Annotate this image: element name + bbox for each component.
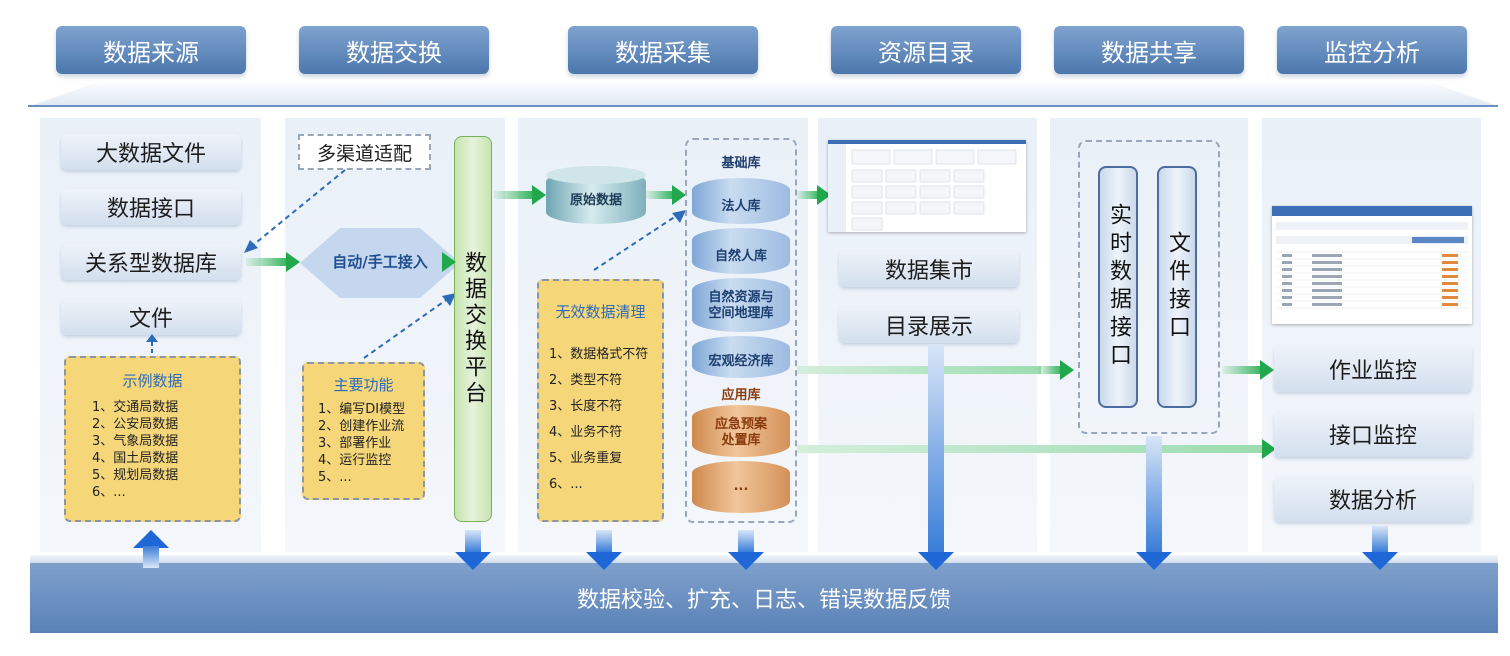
sharing-box [1078,140,1220,434]
platform-to-raw-arrow [494,185,546,205]
cleanup-title: 无效数据清理 [555,303,646,321]
tab-data-source: 数据来源 [56,26,246,74]
db-label: 宏观经济库 [708,354,774,369]
source-file: 文件 [61,299,241,335]
tab-resource-catalog: 资源目录 [831,26,1021,74]
source-to-access-arrow [246,252,300,272]
list-item: 3、部署作业 [318,436,392,451]
file-interface: 文件接口 [1157,166,1197,408]
data-mart: 数据集市 [839,251,1019,287]
list-item: 6、... [549,477,583,492]
list-item: 2、类型不符 [549,373,623,388]
column5-down-arrow [1136,436,1172,570]
list-item: 3、气象局数据 [92,434,179,449]
emergency-to-monitor-arrow [1256,439,1276,459]
tab-data-collection: 数据采集 [568,26,758,74]
sharing-to-monitor-arrow [1222,360,1274,380]
bottom-bar: 数据校验、扩充、日志、错误数据反馈 [30,563,1498,633]
db-label: 自然资源与 空间地理库 [708,290,774,321]
raw-to-db-arrow [646,185,686,205]
db-label: ... [733,479,749,494]
access-to-platform-arrow [440,252,456,272]
cleanup-box: 无效数据清理 1、数据格式不符 2、类型不符 3、长度不符 4、业务不符 5、业… [537,279,664,522]
tab-monitor-analysis: 监控分析 [1277,26,1467,74]
base-lib-title: 基础库 [721,156,761,171]
sample-data-title: 示例数据 [122,372,183,390]
cleanup-to-db-arrow [593,210,686,271]
db-more: ... [692,461,790,513]
data-mart-thumbnail [828,140,1026,232]
db-natural-resources: 自然资源与 空间地理库 [692,278,790,332]
list-item: 4、业务不符 [549,425,623,440]
top-shelf [30,80,1498,106]
cleanup-list: 1、数据格式不符 2、类型不符 3、长度不符 4、业务不符 5、业务重复 6、.… [539,342,662,498]
monitor-screenshot [1272,206,1472,324]
list-item: 5、业务重复 [549,451,623,466]
macro-to-sharing-line [797,366,1041,374]
tab-data-exchange: 数据交换 [299,26,489,74]
emergency-to-monitor-line [797,445,1263,453]
db-macro-economy: 宏观经济库 [692,336,790,378]
job-monitor: 作业监控 [1274,346,1472,392]
catalog-display: 目录展示 [839,307,1019,343]
interface-monitor: 接口监控 [1274,411,1472,457]
data-mart-screenshot [828,140,1026,232]
db-natural-person: 自然人库 [692,228,790,274]
multichannel-box: 多渠道适配 [298,134,431,170]
db-label: 应急预案 处置库 [714,417,767,448]
db-emergency-plan: 应急预案 处置库 [692,405,790,457]
macro-to-sharing-arrow [1038,360,1074,380]
list-item: 5、规划局数据 [92,468,179,483]
access-diamond [300,228,460,298]
list-item: 6、... [92,485,126,500]
list-item: 2、创建作业流 [318,419,405,434]
db-to-catalog-arrow [797,185,831,205]
db-legal-person: 法人库 [692,178,790,224]
list-item: 2、公安局数据 [92,417,179,432]
main-functions-box: 主要功能 1、编写DI模型 2、创建作业流 3、部署作业 4、运行监控 5、..… [302,362,425,500]
exchange-platform: 数据交换平台 [454,136,492,522]
tab-data-sharing: 数据共享 [1054,26,1244,74]
raw-data-top [546,166,646,184]
access-label: 自动/手工接入 [332,253,428,271]
column1-up-arrow [133,530,169,568]
source-data-interface: 数据接口 [61,189,241,225]
column4-down-arrow [918,344,954,570]
raw-data-label: 原始数据 [569,193,622,208]
sample-data-box: 示例数据 1、交通局数据 2、公安局数据 3、气象局数据 4、国土局数据 5、规… [64,356,241,522]
list-item: 3、长度不符 [549,399,623,414]
db-label: 法人库 [721,199,761,214]
source-big-data-file: 大数据文件 [61,134,241,170]
functions-to-platform-arrow [363,293,456,359]
list-item: 1、交通局数据 [92,400,179,415]
realtime-interface: 实时数据接口 [1098,166,1138,408]
column2-down-arrow [455,530,491,570]
app-lib-title: 应用库 [721,388,761,403]
column6-down-arrow [1362,526,1398,570]
db-label: 自然人库 [714,249,767,264]
sample-data-list: 1、交通局数据 2、公安局数据 3、气象局数据 4、国土局数据 5、规划局数据 … [66,399,239,501]
list-item: 5、... [318,470,352,485]
source-relational-db: 关系型数据库 [61,244,241,280]
main-functions-title: 主要功能 [333,376,394,394]
list-item: 1、数据格式不符 [549,347,649,362]
multichannel-to-db-arrow [244,169,346,253]
column3-down-arrow-2 [728,530,764,570]
data-analysis: 数据分析 [1274,476,1472,522]
list-item: 4、运行监控 [318,453,392,468]
monitor-thumbnail [1272,206,1472,309]
list-item: 1、编写DI模型 [318,402,406,417]
top-shelf-line [28,105,1498,107]
main-functions-list: 1、编写DI模型 2、创建作业流 3、部署作业 4、运行监控 5、... [304,401,423,486]
list-item: 4、国土局数据 [92,451,179,466]
column3-down-arrow-1 [586,530,622,570]
database-stack [685,138,797,523]
bottom-bar-edge [30,555,1498,565]
